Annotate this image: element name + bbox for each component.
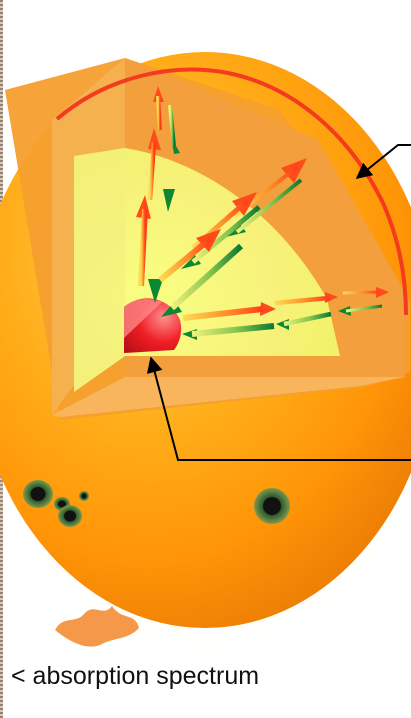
absorption-spectrum-caption: < absorption spectrum — [11, 661, 259, 691]
sunspot-icon — [79, 491, 89, 501]
outward-arrow — [158, 96, 160, 130]
sunspot-icon — [254, 488, 290, 524]
sunspot-icon — [58, 505, 82, 527]
sunspot-icon — [23, 480, 53, 508]
radiative-shade — [74, 148, 125, 392]
